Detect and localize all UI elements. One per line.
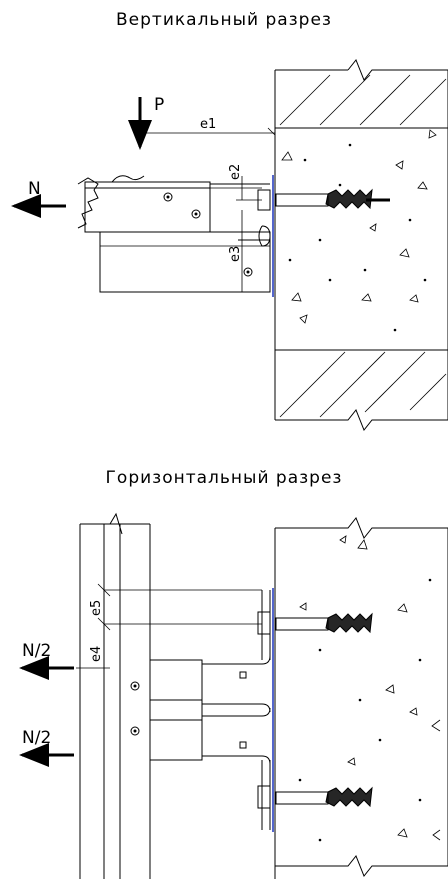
vertical-anchor xyxy=(257,188,390,211)
dim-e1-label: e1 xyxy=(200,117,216,132)
vertical-brick-hatching xyxy=(279,74,447,418)
dim-e2-lines xyxy=(210,176,262,201)
dim-e2-label: e2 xyxy=(228,164,243,180)
dim-e5-label: e5 xyxy=(89,600,104,616)
horizontal-concrete-aggregate xyxy=(298,535,441,842)
load-n2-bottom-label: N/2 xyxy=(22,728,51,748)
load-n2-top-label: N/2 xyxy=(22,641,51,661)
facade-profile xyxy=(79,512,151,879)
dim-e4-e5-lines xyxy=(76,580,262,680)
horizontal-anchor-top xyxy=(257,611,373,635)
load-p-label: P xyxy=(154,95,164,115)
vertical-bracket xyxy=(77,175,271,293)
vertical-wall xyxy=(274,59,448,431)
dim-e3-label: e3 xyxy=(228,246,243,262)
dim-e4-label: e4 xyxy=(89,646,104,662)
vertical-concrete-aggregate xyxy=(281,129,437,332)
horizontal-section-title: Горизонтальный разрез xyxy=(105,468,343,488)
load-n-label: N xyxy=(28,179,41,199)
horizontal-anchor-bottom xyxy=(257,785,373,809)
horizontal-bracket xyxy=(149,590,271,830)
dim-e1-lines xyxy=(140,127,276,136)
vertical-section-title: Вертикальный разрез xyxy=(116,10,332,30)
dim-e3-lines xyxy=(100,210,270,292)
horizontal-wall xyxy=(274,517,448,879)
